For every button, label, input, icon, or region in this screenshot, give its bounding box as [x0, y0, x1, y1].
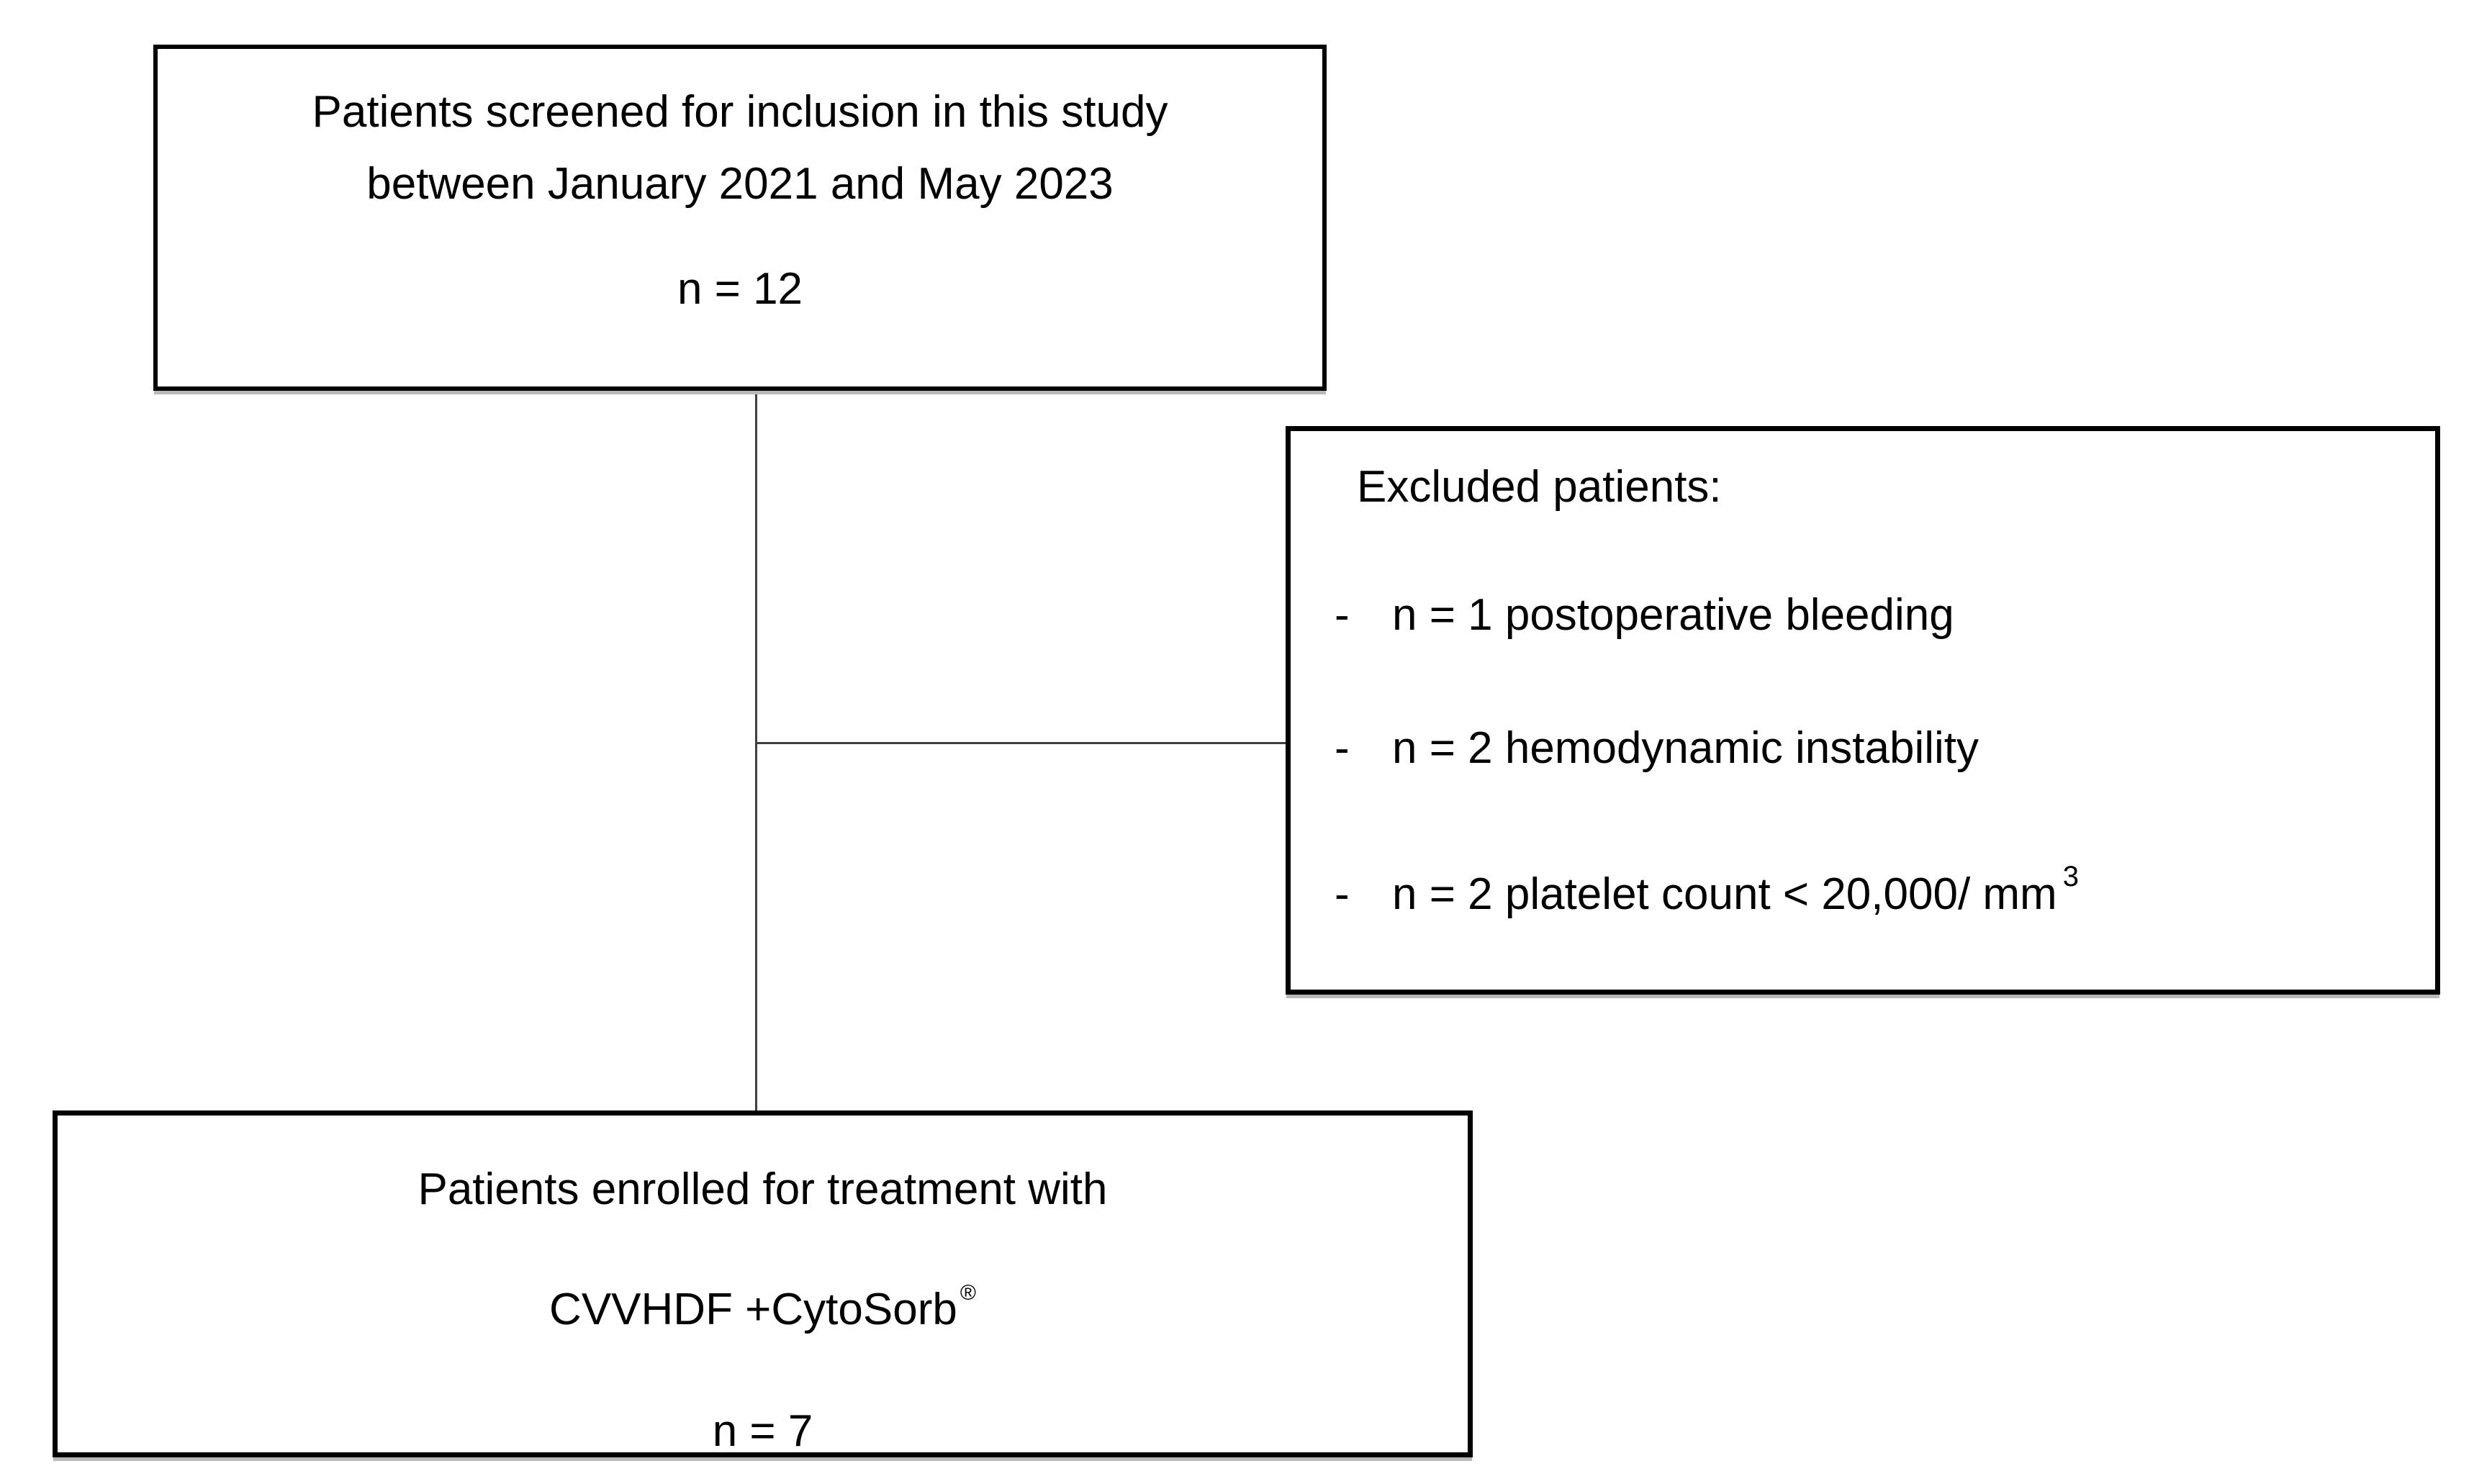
excluded-item-bullet: -	[1335, 590, 1350, 640]
excluded-item-text: n = 1 postoperative bleeding	[1392, 590, 1954, 640]
enrolled-text-line1: Patients enrolled for treatment with	[417, 1164, 1108, 1214]
connector-vertical-line	[755, 391, 757, 1110]
excluded-item-hemodynamic-instability: -n = 2 hemodynamic instability	[1291, 712, 2435, 789]
registered-trademark-symbol: ®	[960, 1281, 976, 1305]
screened-text-line1: Patients screened for inclusion in this …	[312, 87, 1168, 137]
enrolled-patients-box: Patients enrolled for treatment with CVV…	[53, 1110, 1473, 1457]
enrolled-treatment-text: CVVHDF +CytoSorb	[549, 1285, 957, 1334]
enrolled-count: n = 7	[712, 1406, 813, 1456]
excluded-item-bullet: -	[1335, 869, 1350, 919]
excluded-item-text: n = 2 platelet count < 20,000/ mm	[1392, 869, 2057, 919]
excluded-item-bullet: -	[1335, 723, 1350, 773]
excluded-item-superscript-3: 3	[2062, 861, 2079, 892]
screened-text-line2: between January 2021 and May 2023	[366, 159, 1114, 209]
excluded-item-postoperative-bleeding: -n = 1 postoperative bleeding	[1291, 579, 2435, 656]
excluded-title: Excluded patients:	[1357, 462, 1722, 512]
excluded-item-text: n = 2 hemodynamic instability	[1392, 723, 1979, 773]
excluded-patients-box: Excluded patients: -n = 1 postoperative …	[1286, 426, 2440, 995]
screened-count: n = 12	[677, 264, 803, 314]
screened-patients-box: Patients screened for inclusion in this …	[153, 45, 1327, 391]
enrolled-treatment-line: CVVHDF +CytoSorb®	[58, 1274, 1468, 1354]
connector-horizontal-line	[755, 742, 1286, 744]
